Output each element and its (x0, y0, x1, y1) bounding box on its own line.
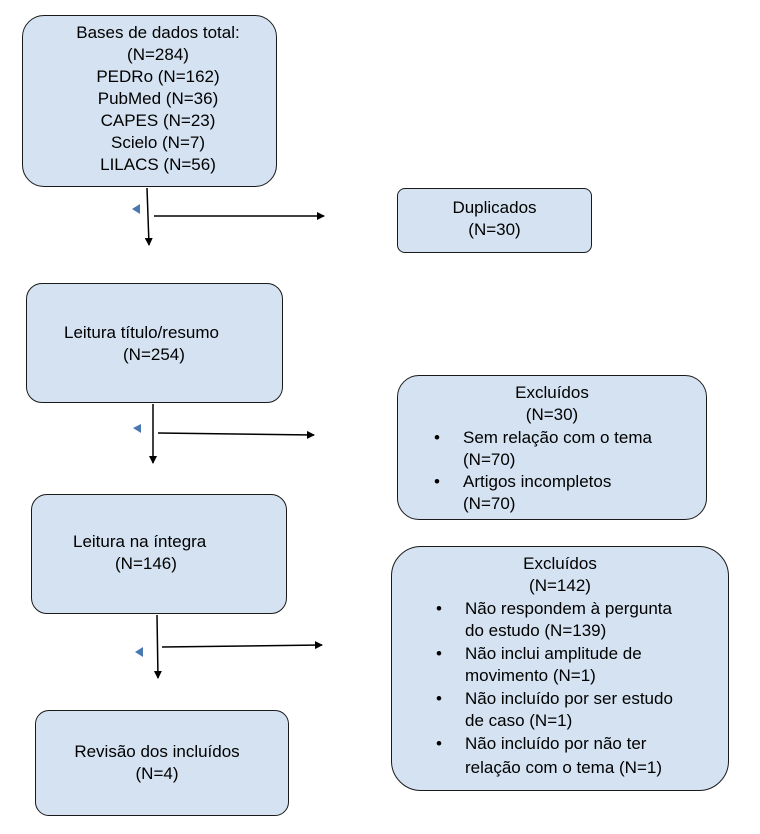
databases-box (22, 15, 277, 187)
databases-pubmed: PubMed (N=36) (97, 89, 219, 108)
excluded-1-item-2-line-1: Artigos incompletos (463, 472, 612, 491)
full-text-count: (N=146) (115, 554, 177, 573)
databases-title: Bases de dados total: (76, 23, 240, 42)
marker-3 (135, 647, 143, 657)
included-review-box (35, 710, 289, 816)
excluded-1-item-2-line-2: (N=70) (463, 494, 516, 513)
excluded-1-bullet-2: • (434, 472, 440, 491)
duplicates-count: (N=30) (468, 220, 521, 239)
excluded-2-bullet-3: • (436, 689, 442, 708)
duplicates-box (397, 188, 592, 253)
databases-total: (N=284) (127, 45, 189, 64)
excluded-1-title: Excluídos (515, 383, 589, 402)
included-review-count: (N=4) (135, 764, 179, 783)
full-text-box (31, 494, 287, 614)
excluded-2-item-1-line-2: do estudo (N=139) (465, 621, 607, 640)
excluded-2-title: Excluídos (523, 554, 597, 573)
title-abstract-box (26, 283, 283, 403)
marker-2 (133, 424, 141, 433)
included-review-title: Revisão dos incluídos (74, 742, 240, 761)
arrow-down-1 (144, 187, 153, 246)
duplicates-title: Duplicados (452, 198, 537, 217)
excluded-2-item-4-line-2: relação com o tema (N=1) (465, 758, 662, 777)
excluded-2-item-1-line-1: Não respondem à pergunta (465, 599, 672, 618)
arrow-right-2 (157, 430, 315, 439)
excluded-2-item-2-line-2: movimento (N=1) (465, 666, 596, 685)
excluded-2-count: (N=142) (529, 576, 591, 595)
excluded-2-box (391, 546, 729, 791)
excluded-1-item-1-line-2: (N=70) (463, 450, 516, 469)
excluded-1-bullet-1: • (434, 428, 440, 447)
databases-capes: CAPES (N=23) (100, 111, 216, 130)
excluded-2-bullet-2: • (436, 644, 442, 663)
arrow-down-3 (153, 614, 162, 679)
marker-1 (132, 204, 140, 214)
excluded-1-item-1-line-1: Sem relação com o tema (463, 428, 652, 447)
excluded-2-item-3-line-2: de caso (N=1) (465, 711, 573, 730)
excluded-2-bullet-1: • (436, 599, 442, 618)
excluded-2-item-2-line-1: Não inclui amplitude de (465, 644, 642, 663)
arrow-right-3 (161, 641, 323, 650)
title-abstract-count: (N=254) (123, 345, 185, 364)
excluded-1-box (397, 375, 707, 520)
full-text-title: Leitura na íntegra (73, 532, 207, 551)
excluded-2-item-3-line-1: Não incluído por ser estudo (465, 689, 673, 708)
databases-lilacs: LILACS (N=56) (100, 155, 216, 174)
databases-text: Bases de dados total: (N=284) PEDRo (N=1… (22, 22, 294, 176)
title-abstract-title: Leitura título/resumo (64, 323, 219, 342)
excluded-2-item-4-line-1: Não incluído por não ter (465, 734, 647, 753)
duplicates-text: Duplicados (N=30) (397, 197, 592, 241)
databases-pedro: PEDRo (N=162) (96, 67, 220, 86)
excluded-2-bullet-4: • (436, 734, 442, 753)
excluded-1-count: (N=30) (525, 405, 579, 424)
databases-scielo: Scielo (N=7) (110, 133, 205, 152)
